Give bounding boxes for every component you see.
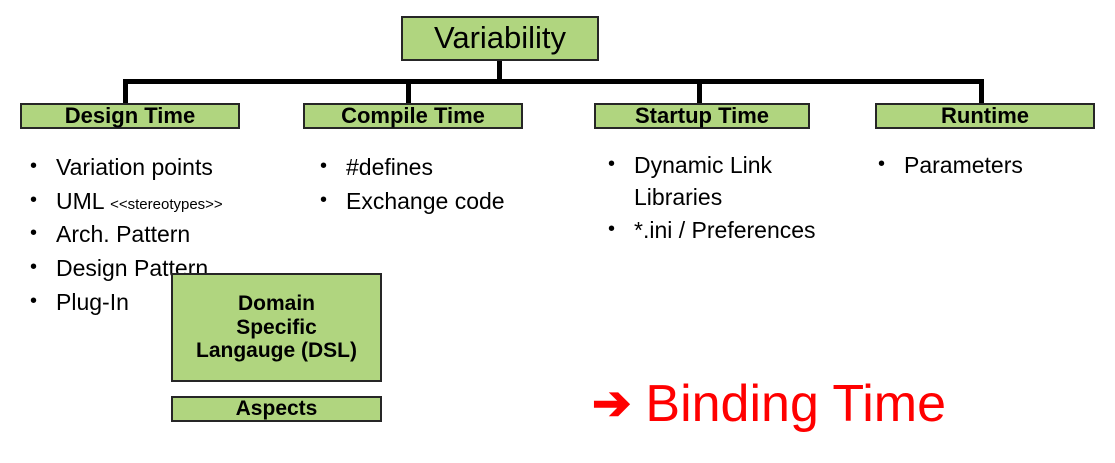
list-item-label: Arch. Pattern <box>56 221 191 248</box>
node-aspects-label: Aspects <box>235 397 318 421</box>
connector-bus <box>123 79 984 84</box>
connector-root-stem <box>497 61 502 82</box>
bullet-icon: • <box>30 222 38 245</box>
node-compile-time-label: Compile Time <box>341 102 485 128</box>
list-item-label: Variation points <box>56 154 213 180</box>
list-item: • Exchange code <box>320 186 570 218</box>
list-item-label: Parameters <box>904 152 1023 178</box>
list-item-label: #defines <box>346 154 433 180</box>
bullet-icon: • <box>30 188 38 211</box>
node-design-time[interactable]: Design Time <box>20 103 240 129</box>
list-item: • Arch. Pattern <box>30 219 295 251</box>
bullet-list-startup-time: • Dynamic Link Libraries • *.ini / Prefe… <box>608 150 853 249</box>
node-runtime[interactable]: Runtime <box>875 103 1095 129</box>
bullet-list-design-time: • Variation points • UML <<stereotypes>>… <box>30 152 295 321</box>
dsl-line-3: Langauge (DSL) <box>196 339 357 363</box>
list-item: • Parameters <box>878 150 1103 182</box>
list-item-label: UML <<stereotypes>> <box>56 186 295 218</box>
bullet-icon: • <box>608 218 616 241</box>
node-variability[interactable]: Variability <box>401 16 599 61</box>
node-aspects[interactable]: Aspects <box>171 396 382 422</box>
list-item: • Variation points <box>30 152 295 184</box>
list-item-label: Exchange code <box>346 187 505 214</box>
binding-time-callout: ➔ Binding Time <box>592 378 946 430</box>
bullet-icon: • <box>30 155 38 177</box>
list-item: • UML <<stereotypes>> <box>30 186 295 218</box>
bullet-icon: • <box>30 289 38 312</box>
binding-time-label: Binding Time <box>645 375 946 433</box>
connector-drop-design-time <box>123 79 128 103</box>
list-item: • *.ini / Preferences <box>608 215 853 247</box>
connector-drop-compile-time <box>406 79 411 103</box>
connector-drop-startup-time <box>697 79 702 103</box>
bullet-list-compile-time: • #defines • Exchange code <box>320 152 570 219</box>
bullet-list-runtime: • Parameters <box>878 150 1103 184</box>
list-item-text: UML <box>56 187 111 214</box>
node-variability-label: Variability <box>433 20 567 56</box>
dsl-line-1: Domain <box>237 292 315 316</box>
node-domain-specific-language[interactable]: Domain Specific Langauge (DSL) <box>171 273 382 382</box>
connector-drop-runtime <box>979 79 984 103</box>
list-item-label: *.ini / Preferences <box>634 217 816 244</box>
list-item: • #defines <box>320 152 570 184</box>
node-runtime-label: Runtime <box>941 102 1029 128</box>
list-item: • Plug-In <box>30 287 295 319</box>
bullet-icon: • <box>320 188 328 211</box>
node-startup-time[interactable]: Startup Time <box>594 103 810 129</box>
dsl-line-2: Specific <box>236 315 317 339</box>
list-item: • Dynamic Link Libraries <box>608 150 853 213</box>
bullet-icon: • <box>320 155 328 177</box>
list-item-label: Dynamic Link Libraries <box>634 152 773 210</box>
bullet-icon: • <box>608 153 616 175</box>
node-design-time-label: Design Time <box>64 102 196 128</box>
node-startup-time-label: Startup Time <box>634 102 770 128</box>
list-item-stereotype: <<stereotypes>> <box>110 195 223 213</box>
node-compile-time[interactable]: Compile Time <box>303 103 523 129</box>
list-item-label: Plug-In <box>56 288 129 315</box>
bullet-icon: • <box>878 153 886 175</box>
right-arrow-icon: ➔ <box>592 375 632 429</box>
bullet-icon: • <box>30 256 38 279</box>
